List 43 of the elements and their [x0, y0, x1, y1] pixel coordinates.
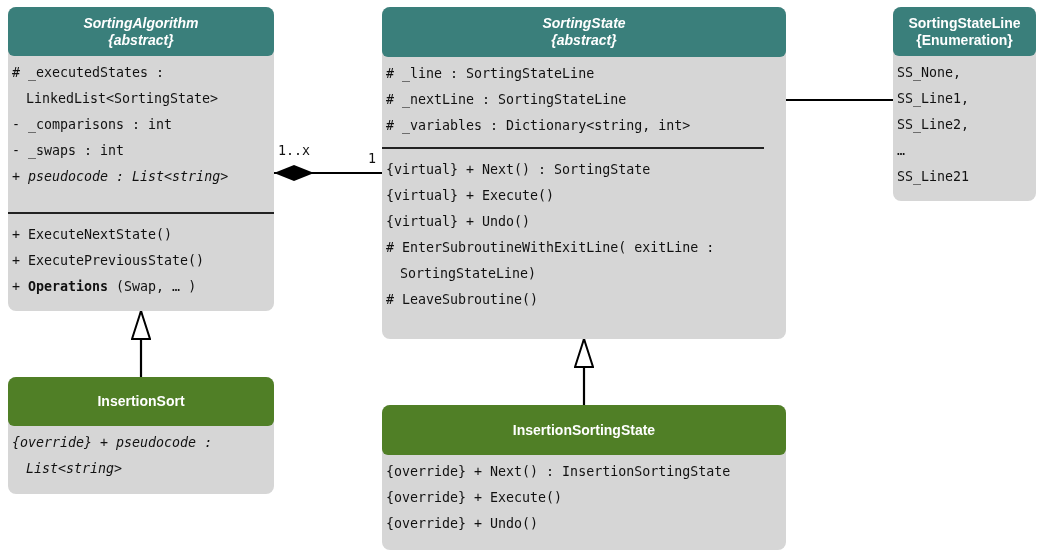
enum-value: SS_None,: [896, 64, 963, 83]
stereotype-label: {Enumeration}: [916, 31, 1013, 49]
method-text: {override} + Next() : InsertionSortingState: [385, 463, 732, 481]
enum-value: SS_Line1,: [896, 90, 971, 109]
class-name: SortingAlgorithm: [83, 14, 199, 32]
class-box: [382, 405, 786, 550]
inheritance-arrow: [131, 310, 151, 377]
enum-value: SS_Line21: [896, 168, 971, 187]
inheritance-arrow: [574, 338, 594, 405]
composition-line: [274, 165, 382, 181]
multiplicity-label: 1..x: [278, 143, 311, 159]
attribute-text: # _variables : Dictionary<string, int>: [385, 117, 692, 136]
method-text: # LeaveSubroutine(): [385, 290, 540, 309]
method-text: + Operations (Swap, … ): [11, 277, 198, 296]
enum-value: SS_Line2,: [896, 116, 971, 135]
class-box: [8, 7, 274, 311]
stereotype-label: {abstract}: [551, 32, 617, 49]
class-box: [893, 7, 1036, 201]
class-name: SortingStateLine: [908, 14, 1021, 32]
stereotype-label: {abstract}: [108, 31, 174, 49]
class-box: [382, 7, 786, 339]
method-text: # EnterSubroutineWithExitLine( exitLine : SortingStateLine): [385, 238, 716, 283]
association-line: [786, 98, 893, 102]
method-text: {virtual} + Next() : SortingState: [385, 160, 652, 179]
class-name: InsertionSortingState: [512, 421, 656, 439]
attribute-text: # _nextLine : SortingStateLine: [385, 91, 628, 110]
method-text: + ExecutePreviousState(): [11, 251, 206, 270]
class-name: SortingState: [542, 15, 626, 32]
method-text: {override} + Undo(): [385, 515, 540, 533]
attribute-text: # _line : SortingStateLine: [385, 65, 596, 84]
method-text: + ExecuteNextState(): [11, 225, 174, 244]
attribute-text: - _comparisons : int: [11, 116, 174, 135]
method-text: {virtual} + Execute(): [385, 186, 556, 205]
attribute-text: + pseudocode : List<string>: [11, 168, 230, 186]
attribute-text: - _swaps : int: [11, 142, 126, 161]
class-box: [8, 377, 274, 494]
method-text: {virtual} + Undo(): [385, 212, 532, 231]
attribute-text: # _executedStates : LinkedList<SortingState>: [11, 64, 220, 108]
class-name: InsertionSort: [97, 393, 185, 410]
method-text: {override} + Execute(): [385, 489, 564, 507]
attribute-text: {override} + pseudocode : List<string>: [11, 434, 214, 478]
enum-value: …: [896, 142, 906, 160]
multiplicity-label: 1: [368, 151, 376, 167]
